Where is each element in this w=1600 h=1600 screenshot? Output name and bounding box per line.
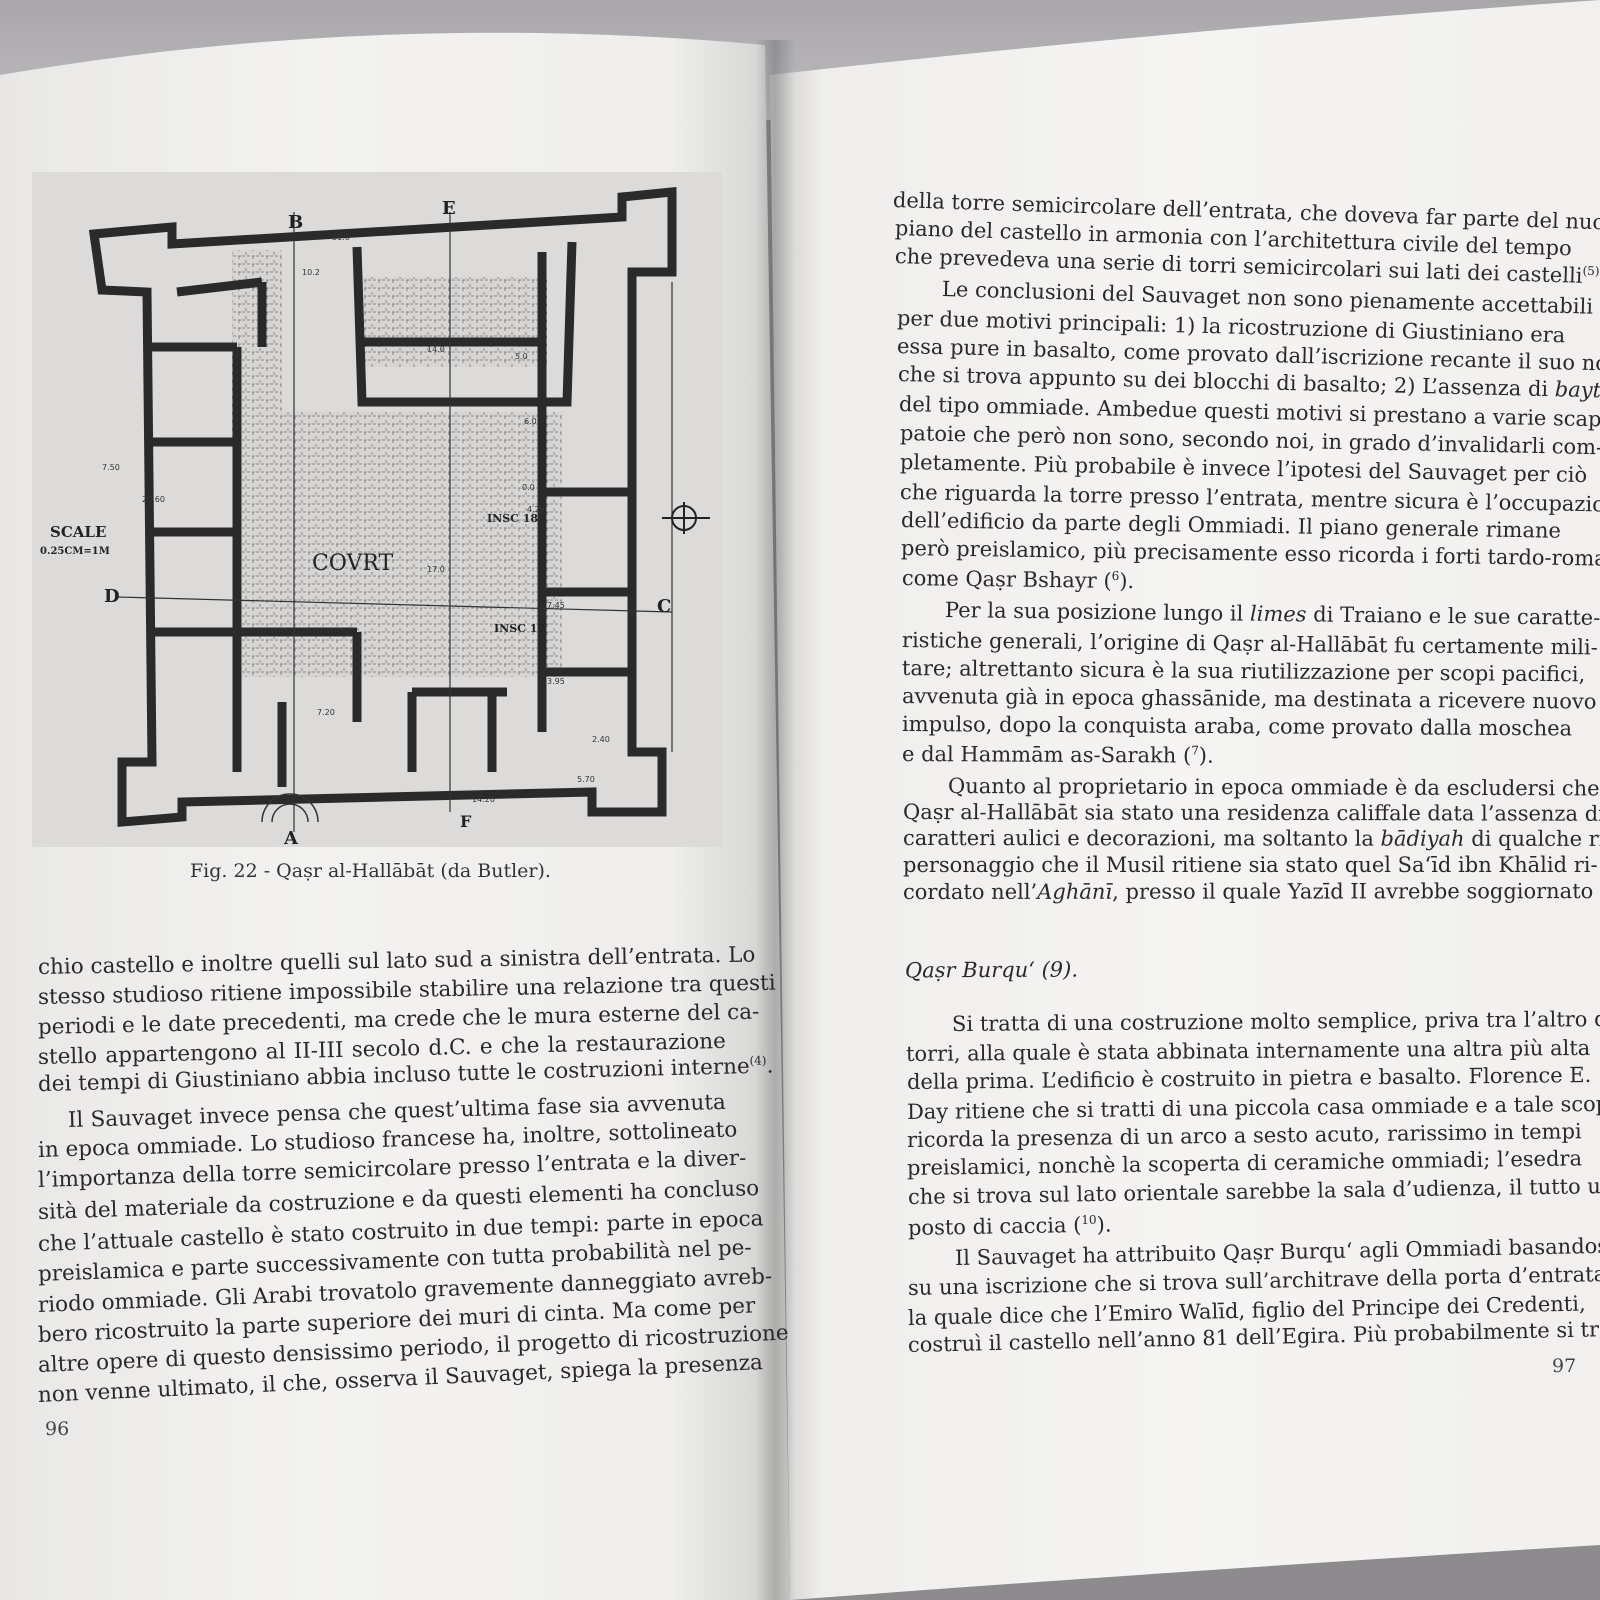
italic-term: bādiyah [1380,826,1465,851]
text-span: , presso il quale Yazīd II avrebbe soggi… [1112,879,1600,904]
floor-plan-figure: B E C D A F COVRT INSC 18 INSC 17 SCALE … [32,172,722,849]
court-paving [237,412,562,677]
dimension-label: 5.0 [515,352,528,361]
text-span: cordato nell’ [902,879,1038,904]
page-number-right: 97 [1552,1355,1577,1377]
text-line: cordato nell’Aghānī, presso il quale Yaz… [902,879,1600,904]
text-span: personaggio che il Musil ritiene sia sta… [902,852,1598,877]
text-span: caratteri aulici e decorazioni, ma solta… [902,826,1381,851]
text-line: caratteri aulici e decorazioni, ma solta… [902,826,1600,851]
label-e: E [442,198,456,219]
figure-caption: Fig. 22 - Qaṣr al-Hallābāt (da Butler). [190,860,551,882]
text-span: di Traiano e le sue caratte- [1306,602,1600,630]
footnote-ref: 7 [1191,743,1199,758]
text-line: impulso, dopo la conquista araba, come p… [902,712,1572,740]
dimension-label: 2.40 [592,735,610,744]
text-span: e dal Hammām as-Sarakh ( [901,742,1192,768]
italic-term: Aghānī [1037,879,1113,904]
text-span: Qaṣr al-Hallābāt sia stato una residenza… [902,800,1600,826]
footnote-ref: (5) [1582,263,1600,279]
label-c: C [657,596,671,617]
page-number-left: 96 [45,1418,70,1440]
italic-term: bayt [1554,377,1600,403]
text-span: impulso, dopo la conquista araba, come p… [901,712,1573,741]
footnote-ref: (4) [749,1053,767,1068]
text-span: . [766,1053,774,1079]
dimension-label: 14.0 [427,345,445,354]
label-insc-18: INSC 18 [487,512,538,525]
semicircular-tower-arc [261,793,319,823]
dimension-label: 31.0 [332,233,350,242]
right-page [770,0,1600,1600]
text-span: Per la sua posizione lungo il [944,598,1251,626]
dimension-label: 5.70 [577,775,595,784]
book-gutter [755,40,795,1600]
dimension-label: 7.45 [547,601,565,610]
text-span: Si tratta di una costruzione molto sempl… [951,1007,1600,1036]
text-span: Quanto al proprietario in epoca ommiade … [947,774,1600,801]
text-line: personaggio che il Musil ritiene sia sta… [903,853,1598,877]
dimension-label: 10.2 [302,268,320,277]
text-line: e dal Hammām as-Sarakh (7). [902,742,1562,769]
dimension-label: 17.0 [427,565,445,574]
dimension-label: 4.25 [527,505,545,514]
text-span: ). [1198,743,1214,768]
dimension-label: 7.20 [317,708,335,717]
label-insc-17: INSC 17 [494,622,545,635]
walls [88,187,677,827]
label-d: D [104,586,120,607]
text-span: di qualche ricco [1471,826,1600,851]
text-span: come Qaṣr Bshayr ( [901,566,1112,593]
floor-plan-drawing: B E C D A F COVRT INSC 18 INSC 17 SCALE … [40,187,710,849]
dimension-label: 0.0 [522,483,535,492]
dimension-label: 20.60 [142,495,165,504]
text-line: Qaṣr al-Hallābāt sia stato una residenza… [903,800,1600,826]
text-span: posto di caccia ( [907,1213,1082,1240]
dimension-label: 7.50 [102,463,120,472]
section-heading: Qaṣr Burqu‘ (9). [904,957,1079,983]
footnote-ref: 10 [1081,1212,1097,1228]
text-span: ). [1096,1212,1112,1237]
label-a: A [283,828,299,847]
label-court: COVRT [312,551,394,576]
label-f: F [460,812,472,831]
dimension-label: 14.20 [472,795,495,804]
dimension-label: 3.95 [547,677,565,686]
dimension-label: 6.0 [524,417,537,426]
label-scale: SCALE [50,523,106,541]
text-line: Si tratta di una costruzione molto sempl… [952,1007,1600,1036]
italic-term: limes [1249,601,1307,627]
text-line: Quanto al proprietario in epoca ommiade … [948,774,1600,800]
north-arrow-icon [662,502,710,534]
label-b: B [288,212,303,233]
label-scale-value: 0.25CM=1M [40,546,110,557]
inner-hall-paving [362,277,547,367]
text-span: ). [1119,568,1135,594]
